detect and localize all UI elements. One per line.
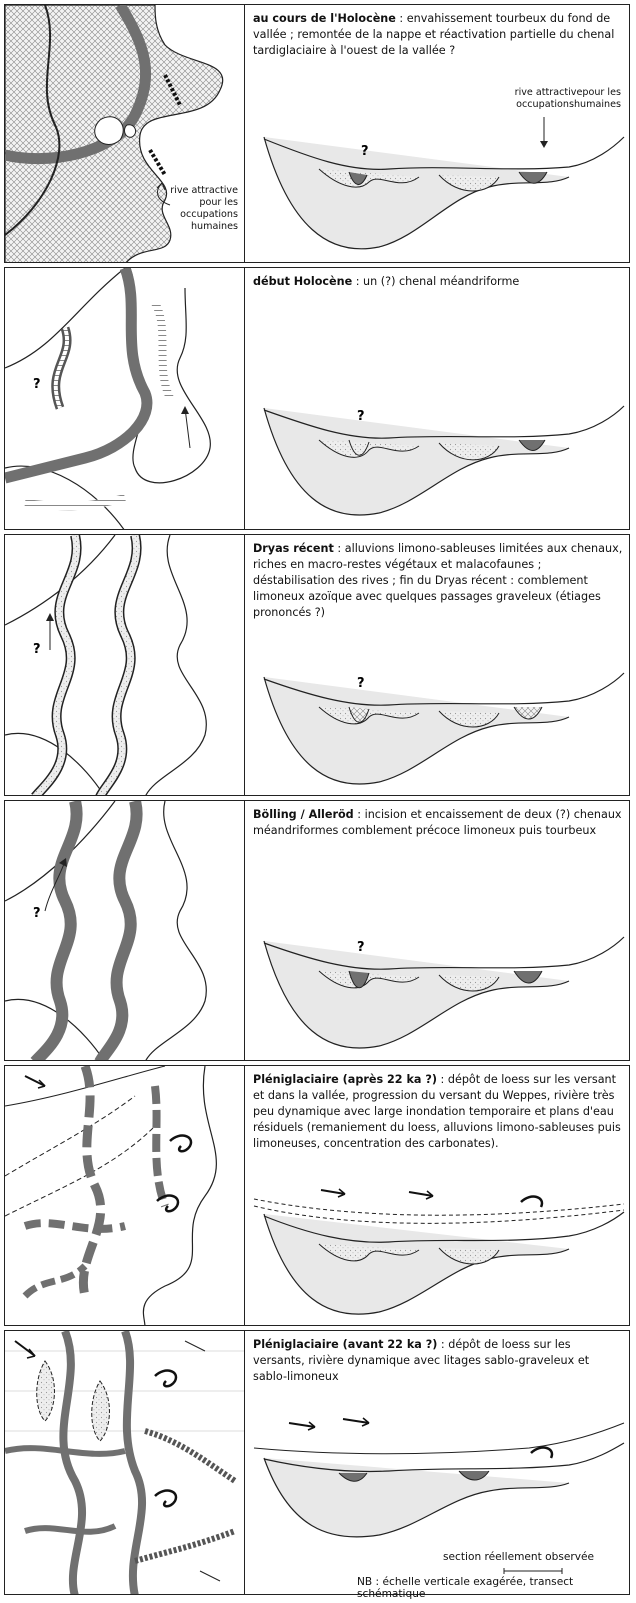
section-pleniglaciaire-apres bbox=[249, 1184, 629, 1324]
question-mark: ? bbox=[33, 906, 41, 921]
question-mark: ? bbox=[357, 409, 365, 424]
description-pleniglaciaire-avant: Pléniglaciaire (avant 22 ka ?) : dépôt d… bbox=[253, 1337, 625, 1385]
panel-bolling-allerod: ? Bölling / Alleröd : incision et encais… bbox=[4, 800, 630, 1061]
question-mark: ? bbox=[33, 642, 41, 657]
section-note: rive attractivepour les occupationshumai… bbox=[471, 87, 621, 111]
panel-dryas-recent: ? Dryas récent : alluvions limono-sableu… bbox=[4, 534, 630, 796]
panel-pleniglaciaire-apres: Pléniglaciaire (après 22 ka ?) : dépôt d… bbox=[4, 1065, 630, 1326]
period-label: Pléniglaciaire (après 22 ka ?) bbox=[253, 1073, 437, 1086]
description-text: un (?) chenal méandriforme bbox=[363, 275, 519, 288]
scale-label: section réellement observée bbox=[443, 1551, 594, 1563]
footnote: NB : échelle verticale exagérée, transec… bbox=[357, 1576, 629, 1600]
map-holocene: rive attractive pour les occupations hum… bbox=[5, 5, 245, 262]
section-debut-holocene: ? bbox=[249, 388, 629, 528]
question-mark: ? bbox=[357, 940, 365, 955]
map-pleniglaciaire-avant bbox=[5, 1331, 245, 1594]
description-debut-holocene: début Holocène : un (?) chenal méandrifo… bbox=[253, 274, 625, 290]
map-pleniglaciaire-apres bbox=[5, 1066, 245, 1325]
figure: rive attractive pour les occupations hum… bbox=[4, 4, 632, 1595]
map-debut-holocene: ? bbox=[5, 268, 245, 529]
description-dryas-recent: Dryas récent : alluvions limono-sableuse… bbox=[253, 541, 625, 621]
period-label: début Holocène bbox=[253, 275, 352, 288]
question-mark: ? bbox=[33, 377, 41, 392]
description-pleniglaciaire-apres: Pléniglaciaire (après 22 ka ?) : dépôt d… bbox=[253, 1072, 625, 1152]
question-mark: ? bbox=[361, 144, 369, 159]
description-holocene: au cours de l'Holocène : envahissement t… bbox=[253, 11, 625, 59]
period-label: au cours de l'Holocène bbox=[253, 12, 396, 25]
section-bolling-allerod: ? bbox=[249, 921, 629, 1059]
map-bolling-allerod: ? bbox=[5, 801, 245, 1060]
section-holocene: ? bbox=[249, 117, 629, 262]
description-bolling-allerod: Bölling / Alleröd : incision et encaisse… bbox=[253, 807, 625, 839]
map-note: rive attractive pour les occupations hum… bbox=[148, 185, 238, 233]
panel-debut-holocene: ? début Holocène : un (?) chenal méandri… bbox=[4, 267, 630, 530]
map-dryas-recent: ? bbox=[5, 535, 245, 795]
panel-pleniglaciaire-avant: Pléniglaciaire (avant 22 ka ?) : dépôt d… bbox=[4, 1330, 630, 1595]
period-label: Dryas récent bbox=[253, 542, 334, 555]
question-mark: ? bbox=[357, 676, 365, 691]
section-dryas-recent: ? bbox=[249, 657, 629, 795]
period-label: Pléniglaciaire (avant 22 ka ?) bbox=[253, 1338, 437, 1351]
section-pleniglaciaire-avant bbox=[249, 1403, 629, 1543]
period-label: Bölling / Alleröd bbox=[253, 808, 354, 821]
scale-bar bbox=[503, 1567, 563, 1575]
panel-holocene: rive attractive pour les occupations hum… bbox=[4, 4, 630, 263]
